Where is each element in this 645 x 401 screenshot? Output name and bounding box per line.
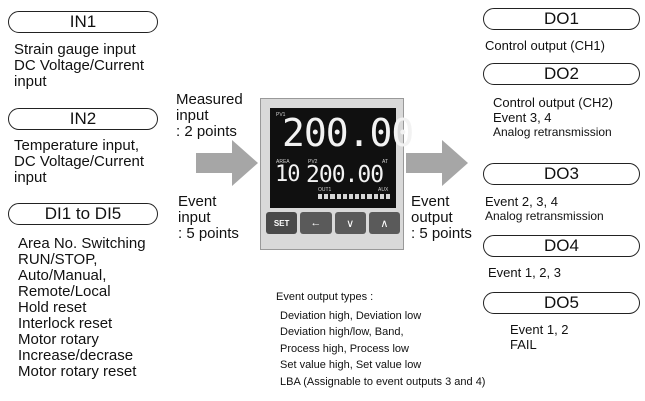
di-line: Remote/Local xyxy=(18,283,111,300)
in2-description: Temperature input, DC Voltage/Current in… xyxy=(14,138,144,186)
di-line: Motor rotary reset xyxy=(18,363,137,380)
do4-description: Event 1, 2, 3 xyxy=(488,265,561,280)
event-output-line: Event xyxy=(411,193,450,210)
down-key[interactable]: ∨ xyxy=(334,212,366,234)
at-label: AT xyxy=(382,159,389,165)
event-output-types: Event output types : Deviation high, Dev… xyxy=(276,289,485,390)
pv1-label: PV1 xyxy=(276,112,286,118)
do5-line: Event 1, 2 xyxy=(510,322,569,337)
event-type-line: LBA (Assignable to event outputs 3 and 4… xyxy=(280,375,486,388)
event-output-label: Event output : 5 points xyxy=(411,194,472,242)
do4-box: DO4 xyxy=(483,235,640,257)
do2-description: Control output (CH2) Event 3, 4 Analog r… xyxy=(493,95,613,140)
measured-input-label: Measured input : 2 points xyxy=(176,92,243,140)
area-value: 10 xyxy=(275,162,300,187)
do5-line: FAIL xyxy=(510,337,537,352)
in1-line: Strain gauge input xyxy=(14,41,136,58)
do4-line: Event 1, 2, 3 xyxy=(488,265,561,280)
controller-keypad: SET ← ∨ ∧ xyxy=(266,212,400,234)
output-bargraph xyxy=(318,194,391,199)
di-line: RUN/STOP, xyxy=(18,251,98,268)
do3-line: Analog retransmission xyxy=(485,209,604,223)
do1-box: DO1 xyxy=(483,8,640,30)
controller-display: PV1 200.00 AREA PV2 AT 10 200.00 OUT1 AU… xyxy=(270,108,414,208)
in1-line: input xyxy=(14,73,47,90)
di-box: DI1 to DI5 xyxy=(8,203,158,225)
area-label: AREA xyxy=(276,159,290,165)
do3-box: DO3 xyxy=(483,163,640,185)
do5-description: Event 1, 2 FAIL xyxy=(510,322,569,352)
event-output-line: : 5 points xyxy=(411,225,472,242)
measured-input-arrow-icon xyxy=(196,140,258,186)
do2-line: Analog retransmission xyxy=(493,125,612,139)
do5-box: DO5 xyxy=(483,292,640,314)
do2-line: Control output (CH2) xyxy=(493,95,613,110)
di-line: Increase/decrase xyxy=(18,347,134,364)
event-input-line: : 5 points xyxy=(178,225,239,242)
event-output-line: output xyxy=(411,209,453,226)
in2-line: Temperature input, xyxy=(14,137,140,154)
measured-input-line: input xyxy=(176,107,209,124)
shift-key[interactable]: ← xyxy=(300,212,332,234)
event-type-line: Deviation high, Deviation low xyxy=(280,309,422,322)
aux-label: AUX xyxy=(378,187,389,193)
di-line: Interlock reset xyxy=(18,315,113,332)
in2-line: DC Voltage/Current xyxy=(14,153,145,170)
do3-description: Event 2, 3, 4 Analog retransmission xyxy=(485,194,604,224)
event-output-arrow-icon xyxy=(406,140,468,186)
measured-input-line: : 2 points xyxy=(176,123,237,140)
do2-line: Event 3, 4 xyxy=(493,110,552,125)
do3-line: Event 2, 3, 4 xyxy=(485,194,558,209)
in1-description: Strain gauge input DC Voltage/Current in… xyxy=(14,42,144,90)
event-types-title: Event output types : xyxy=(276,291,374,303)
di-line: Area No. Switching xyxy=(18,235,146,252)
event-type-line: Deviation high/low, Band, xyxy=(280,326,404,338)
controller-panel: PV1 200.00 AREA PV2 AT 10 200.00 OUT1 AU… xyxy=(260,98,414,250)
di-line: Auto/Manual, xyxy=(18,267,107,284)
event-type-line: Set value high, Set value low xyxy=(280,359,422,371)
pv2-label: PV2 xyxy=(308,159,318,165)
in1-box: IN1 xyxy=(8,11,158,33)
measured-input-line: Measured xyxy=(176,91,243,108)
event-type-line: Process high, Process low xyxy=(280,342,409,355)
do1-line: Control output (CH1) xyxy=(485,38,605,53)
do1-description: Control output (CH1) xyxy=(485,38,605,53)
in2-line: input xyxy=(14,169,47,186)
do2-box: DO2 xyxy=(483,63,640,85)
in2-box: IN2 xyxy=(8,108,158,130)
event-input-line: Event xyxy=(178,193,217,210)
out1-label: OUT1 xyxy=(318,187,332,193)
pv1-value: 200.00 xyxy=(282,111,414,155)
up-key[interactable]: ∧ xyxy=(368,212,400,234)
pv2-value: 200.00 xyxy=(306,162,384,188)
set-key[interactable]: SET xyxy=(266,212,298,234)
in1-line: DC Voltage/Current xyxy=(14,57,145,74)
event-input-line: input xyxy=(178,209,211,226)
event-input-label: Event input : 5 points xyxy=(178,194,239,242)
di-line: Hold reset xyxy=(18,299,87,316)
di-line: Motor rotary xyxy=(18,331,99,348)
di-description: Area No. Switching RUN/STOP, Auto/Manual… xyxy=(18,236,146,380)
